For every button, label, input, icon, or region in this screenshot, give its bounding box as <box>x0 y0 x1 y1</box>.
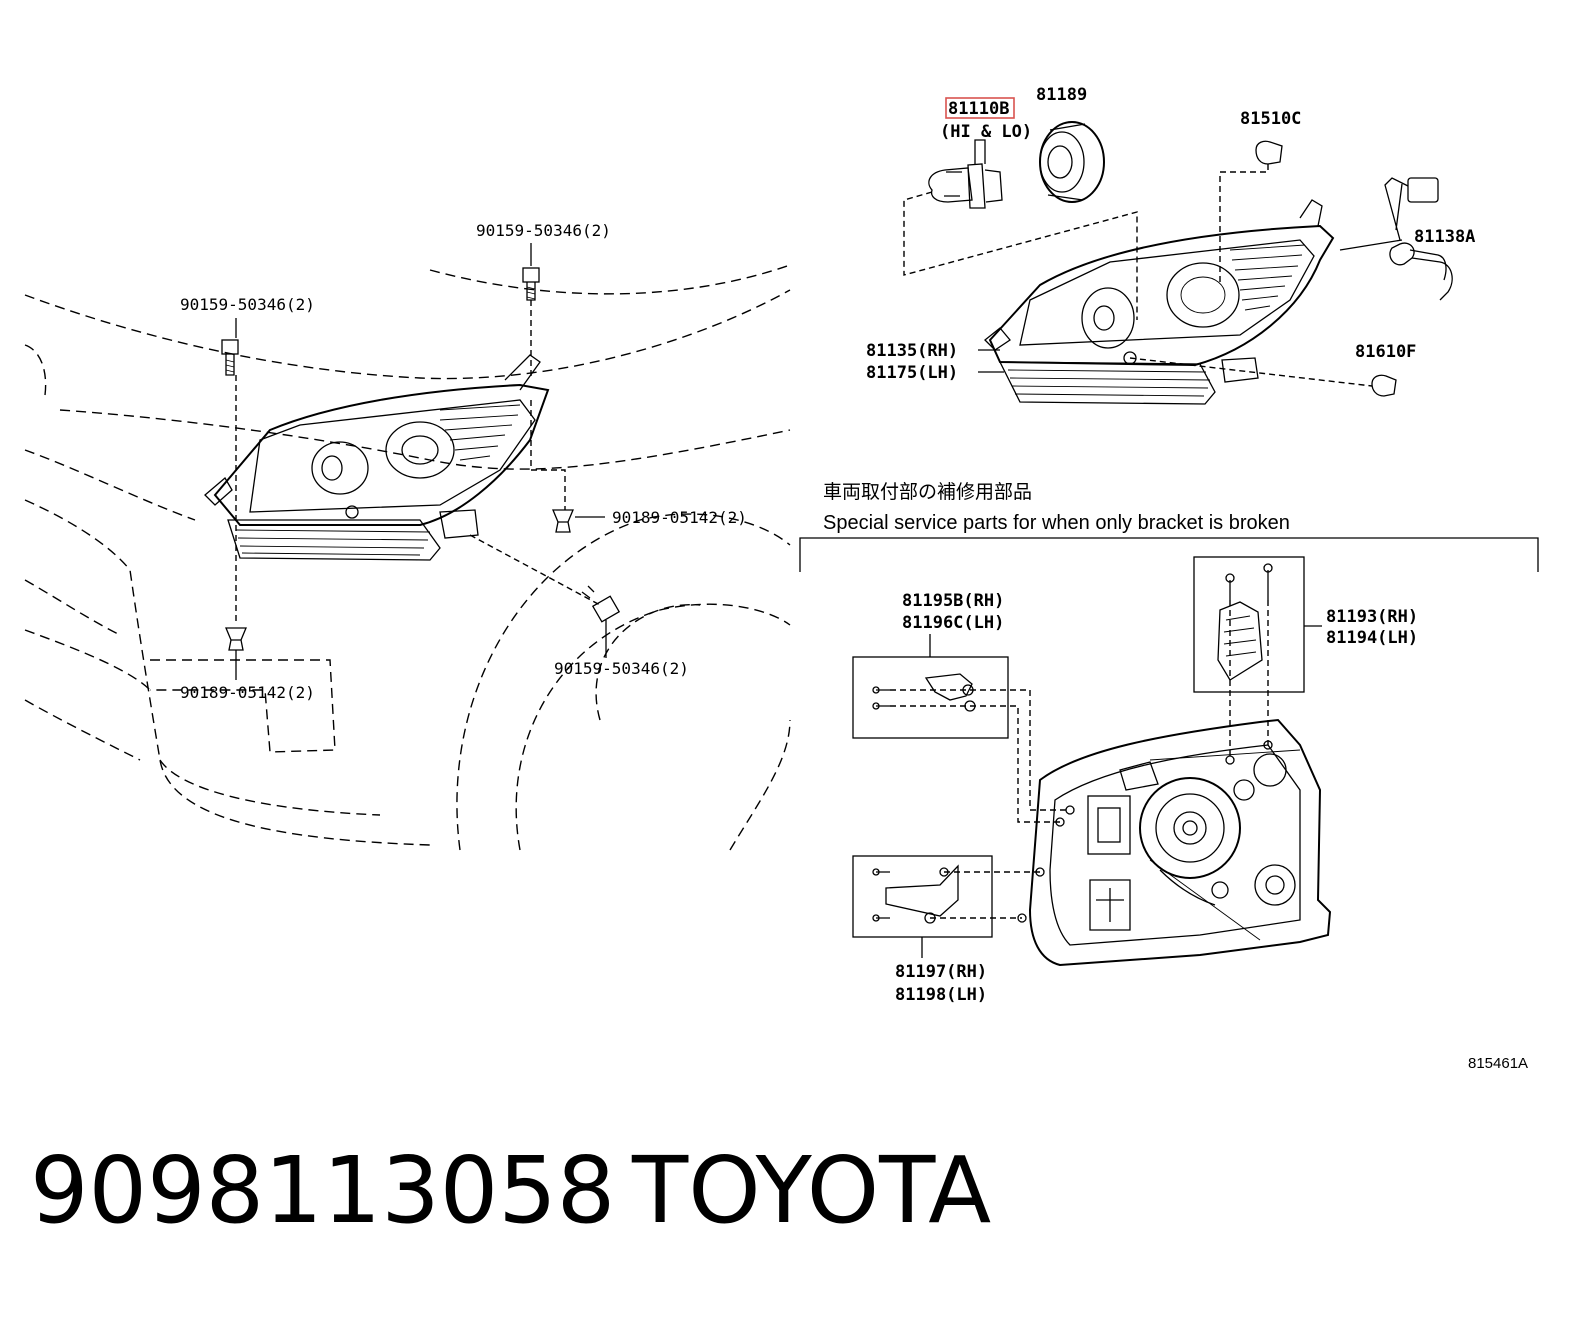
bracket-a-rh-label: 81195B(RH) <box>902 591 1004 611</box>
clip-bottom-left-label: 90189-05142(2) <box>180 683 315 702</box>
headlamp-exploded-view <box>903 121 1453 405</box>
footer-brand: TOYOTA <box>631 1137 991 1244</box>
wire-harness-icon <box>1384 177 1453 301</box>
bracket-a-lh-label: 81196C(LH) <box>902 613 1004 633</box>
bracket-c-lh-label: 81198(LH) <box>895 985 987 1005</box>
bracket-c-box <box>852 855 993 938</box>
bracket-c-rh-label: 81197(RH) <box>895 962 987 982</box>
section-title-en: Special service parts for when only brac… <box>823 512 1290 534</box>
bracket-b-lh-label: 81194(LH) <box>1326 628 1418 648</box>
side-bulb-icon <box>1255 140 1283 165</box>
clip-icon <box>552 509 574 533</box>
small-bulb-label: 81610F <box>1355 342 1416 362</box>
bolt-icon <box>522 267 540 301</box>
bolt-icon <box>581 585 621 623</box>
figure-reference: 815461A <box>1468 1055 1528 1072</box>
bolt-left-label: 90159-50346(2) <box>180 295 315 314</box>
clip-icon <box>225 627 247 651</box>
socket-icon <box>1039 121 1105 203</box>
bracket-parts-view <box>852 556 1332 967</box>
side-bulb-label: 81510C <box>1240 109 1301 129</box>
bulb-part-suffix: B <box>999 99 1009 119</box>
bulb-part-label: 81110B <box>948 99 1009 119</box>
bracket-b-box <box>1193 556 1305 693</box>
section-title-jp: 車両取付部の補修用部品 <box>823 481 1032 503</box>
bolt-icon <box>221 339 239 376</box>
bolt-top-label: 90159-50346(2) <box>476 221 611 240</box>
wire-label: 81138A <box>1414 227 1475 247</box>
section-bracket <box>799 537 1539 572</box>
footer-part-number: 9098113058 <box>30 1137 615 1244</box>
clip-right-label: 90189-05142(2) <box>612 508 747 527</box>
socket-label: 81189 <box>1036 85 1087 105</box>
unit-rh-label: 81135(RH) <box>866 341 958 361</box>
highlight-box <box>945 97 1015 119</box>
bracket-a-box <box>852 656 1009 739</box>
bolt-bottom-right-label: 90159-50346(2) <box>554 659 689 678</box>
small-bulb-icon <box>1371 374 1397 397</box>
unit-lh-label: 81175(LH) <box>866 363 958 383</box>
bulb-note-label: (HI & LO) <box>940 122 1032 142</box>
vehicle-front-illustration <box>24 243 791 851</box>
bulb-part-number: 81110 <box>948 99 999 119</box>
bulb-icon <box>928 139 1003 209</box>
bracket-b-rh-label: 81193(RH) <box>1326 607 1418 627</box>
